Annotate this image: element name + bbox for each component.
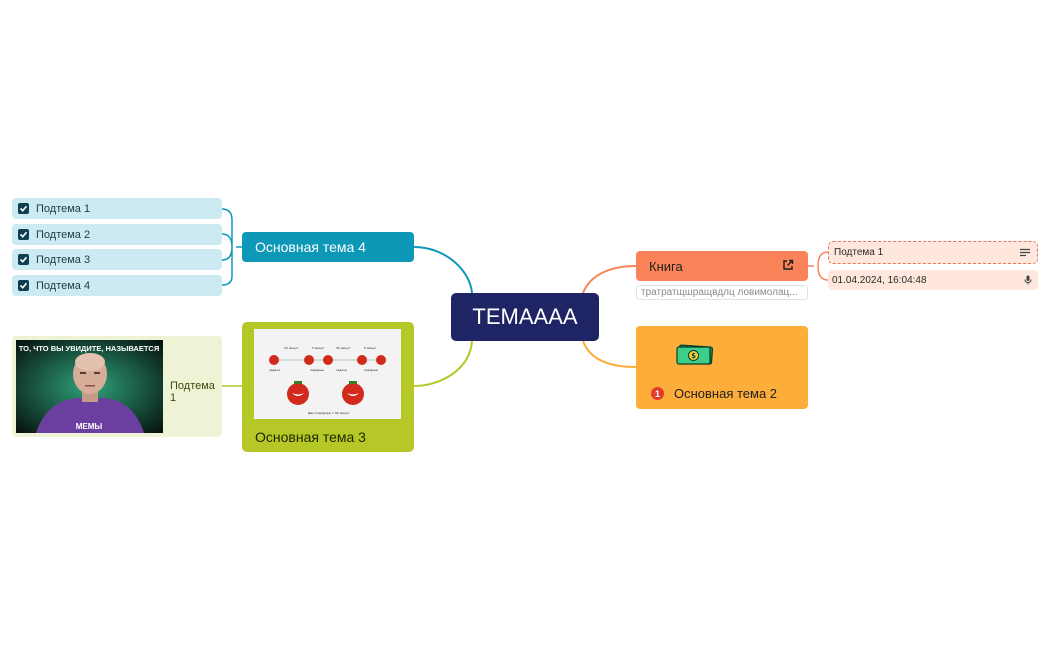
tomato-diagram-image: 25 минут 5 минут 25 минут 5 минут задача пе… [254, 329, 401, 419]
checkbox-checked-icon[interactable] [18, 280, 29, 291]
subtopic-label: Подтема 2 [36, 228, 91, 241]
meme-bottom-text: МЕМЫ [76, 422, 103, 431]
subtopic-label: Подтема 1 [170, 380, 215, 404]
checkbox-checked-icon[interactable] [18, 203, 29, 214]
subtopic-3-1[interactable]: ТО, ЧТО ВЫ УВИДИТЕ, НАЗЫВАЕТСЯ МЕМЫ Подт… [12, 336, 222, 437]
checkbox-checked-icon[interactable] [18, 229, 29, 240]
svg-text:задача: задача [269, 368, 280, 372]
subtopic-kniga-1[interactable]: Подтема 1 [828, 241, 1038, 264]
central-topic-label: ТЕМАААА [472, 304, 578, 329]
svg-text:5 минут: 5 минут [364, 346, 377, 350]
microphone-icon[interactable] [1024, 275, 1032, 288]
subtopic-label: Подтема 4 [36, 279, 91, 292]
main-topic-2[interactable]: $ 1 Основная тема 2 [636, 326, 808, 409]
topic-3-image: 25 минут 5 минут 25 минут 5 минут задача пе… [254, 329, 401, 419]
svg-text:25 минут: 25 минут [336, 346, 351, 350]
svg-text:$: $ [691, 352, 696, 360]
meme-image: ТО, ЧТО ВЫ УВИДИТЕ, НАЗЫВАЕТСЯ МЕМЫ [16, 340, 163, 433]
main-topic-4[interactable]: Основная тема 4 [242, 232, 414, 262]
main-topic-4-label: Основная тема 4 [255, 239, 366, 255]
svg-text:Два помидора = 60 минут: Два помидора = 60 минут [308, 411, 350, 415]
subtopic-kniga-date[interactable]: 01.04.2024, 16:04:48 [828, 270, 1038, 290]
main-topic-3-label: Основная тема 3 [255, 429, 366, 445]
connector-topic3 [413, 340, 473, 387]
svg-text:перерыв: перерыв [310, 368, 324, 372]
central-topic[interactable]: ТЕМАААА [451, 293, 599, 341]
note-text: тратратщшращвдлц ловимолац... [641, 287, 798, 298]
topic-kniga-note[interactable]: тратратщшращвдлц ловимолац... [636, 285, 808, 300]
checkbox-checked-icon[interactable] [18, 254, 29, 265]
date-label: 01.04.2024, 16:04:48 [832, 274, 927, 286]
subtopic-4-2[interactable]: Подтема 2 [12, 224, 222, 245]
svg-text:25 минут: 25 минут [284, 346, 299, 350]
svg-text:задача: задача [336, 368, 347, 372]
bracket-topic4 [221, 208, 242, 286]
subtopic-label: Подтема 1 [834, 247, 884, 258]
notes-icon[interactable] [1020, 248, 1030, 260]
money-icon: $ [676, 344, 714, 371]
bracket-kniga [808, 251, 829, 281]
topic-kniga-label: Книга [649, 258, 683, 274]
connector-topic4 [413, 246, 473, 294]
main-topic-2-label: Основная тема 2 [674, 386, 778, 401]
priority-1-icon[interactable]: 1 [651, 387, 664, 400]
connector-kniga [582, 265, 637, 294]
subtopic-label: Подтема 1 [36, 202, 91, 215]
subtopic-label: Подтема 3 [36, 253, 91, 266]
external-link-icon[interactable] [782, 259, 794, 274]
meme-top-text: ТО, ЧТО ВЫ УВИДИТЕ, НАЗЫВАЕТСЯ [19, 344, 160, 353]
svg-text:5 минут: 5 минут [312, 346, 325, 350]
topic-kniga[interactable]: Книга [636, 251, 808, 281]
connector-topic2 [582, 340, 637, 368]
subtopic-4-1[interactable]: Подтема 1 [12, 198, 222, 219]
svg-text:перерыв: перерыв [364, 368, 378, 372]
subtopic-4-3[interactable]: Подтема 3 [12, 249, 222, 270]
main-topic-3[interactable]: 25 минут 5 минут 25 минут 5 минут задача пе… [242, 322, 414, 452]
subtopic-4-4[interactable]: Подтема 4 [12, 275, 222, 296]
